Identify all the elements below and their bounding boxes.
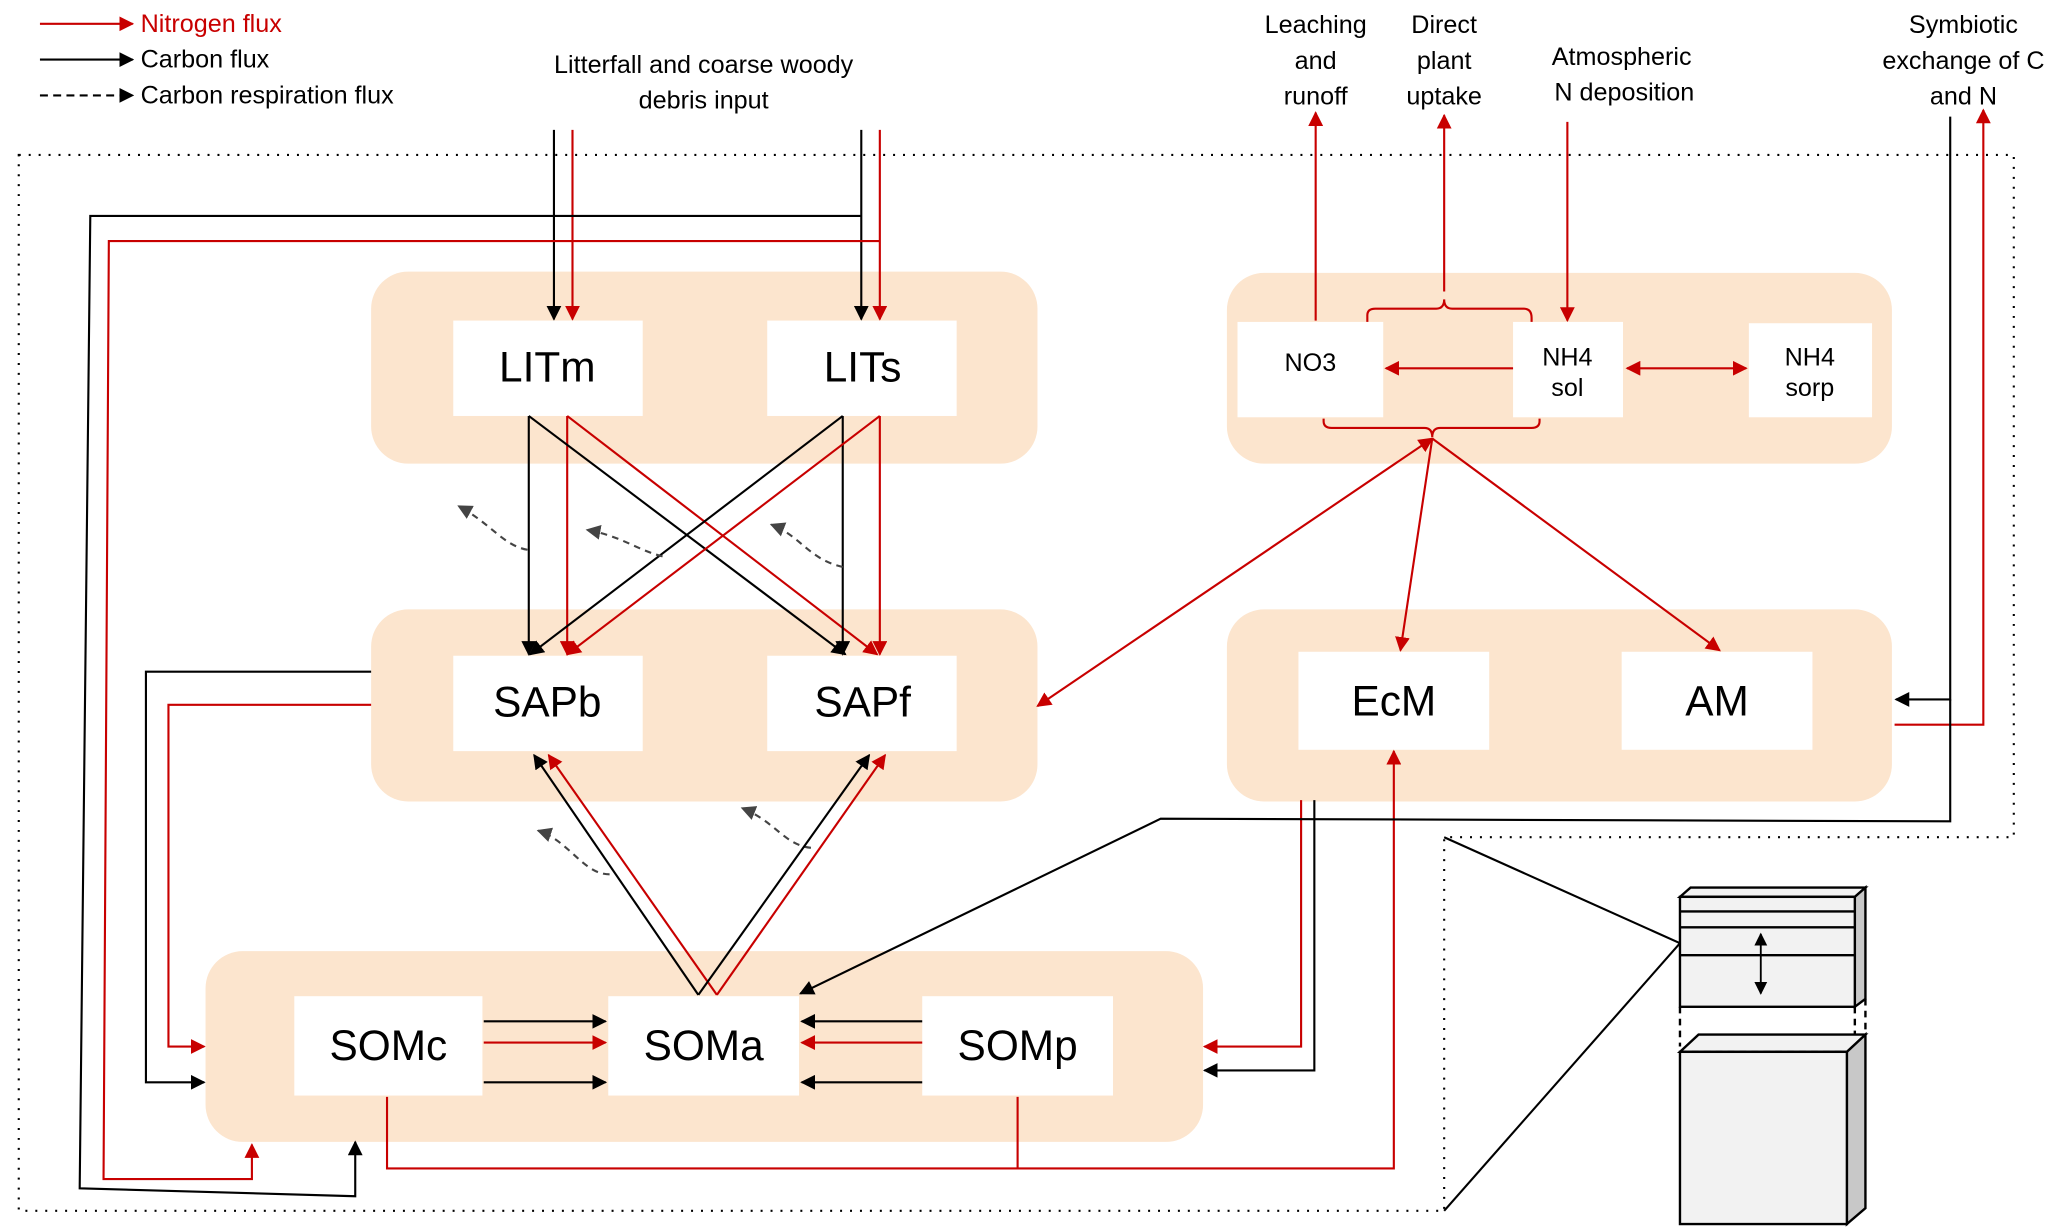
svg-text:sorp: sorp <box>1785 374 1834 402</box>
symbiotic-nitrogen-flux <box>1894 108 1991 726</box>
litterfall-fluxes <box>78 129 888 1198</box>
uptake-label-3: uptake <box>1406 83 1482 111</box>
pool-sapf: SAPf <box>767 655 957 752</box>
pool-no3: NO3 <box>1237 321 1384 418</box>
svg-text:AM: AM <box>1685 677 1749 724</box>
som-internal-fluxes <box>483 1013 923 1090</box>
lit-to-sap-fluxes <box>521 415 888 656</box>
svg-text:EcM: EcM <box>1351 677 1436 724</box>
respiration-fluxes <box>457 505 843 876</box>
pool-am: AM <box>1621 651 1813 750</box>
legend-carbon-label: Carbon flux <box>141 46 270 74</box>
symbiotic-label-3: and N <box>1930 83 1997 111</box>
svg-text:NO3: NO3 <box>1285 349 1337 377</box>
pool-sapb: SAPb <box>453 655 643 752</box>
svg-text:NH4: NH4 <box>1542 344 1592 372</box>
symbiotic-label-2: exchange of C <box>1882 47 2044 75</box>
litterfall-label-2: debris input <box>639 87 769 115</box>
svg-text:LITs: LITs <box>824 344 902 391</box>
legend-respiration-label: Carbon respiration flux <box>141 81 395 109</box>
svg-text:SOMa: SOMa <box>644 1022 765 1069</box>
litterfall-label-1: Litterfall and coarse woody <box>554 51 854 79</box>
leaching-label-1: Leaching <box>1265 11 1367 39</box>
pool-somp: SOMp <box>922 996 1113 1096</box>
svg-text:SAPb: SAPb <box>493 679 601 726</box>
leaching-label-3: runoff <box>1284 83 1349 111</box>
pool-soma: SOMa <box>608 996 800 1096</box>
svg-text:SOMp: SOMp <box>958 1022 1078 1069</box>
deposition-label-2: N deposition <box>1554 79 1694 107</box>
pool-lits: LITs <box>767 320 957 416</box>
svg-text:SAPf: SAPf <box>814 679 911 726</box>
zoom-line-top <box>1443 836 1681 945</box>
mycorrhiza-to-soma-flux <box>799 699 1952 995</box>
deposition-label-1: Atmospheric <box>1552 43 1692 71</box>
leaching-label-2: and <box>1295 47 1337 75</box>
soil-column-icon <box>1676 884 1869 1227</box>
legend: Nitrogen flux Carbon flux Carbon respira… <box>39 10 395 109</box>
zoom-line-bottom <box>1443 942 1681 1212</box>
inorganic-n-fluxes <box>1036 111 1748 707</box>
sap-to-somc-fluxes <box>144 670 372 1090</box>
pool-somc: SOMc <box>294 996 483 1096</box>
som-to-ecm-flux <box>385 749 1402 1170</box>
pool-ecm: EcM <box>1298 651 1490 750</box>
symbiotic-carbon-flux <box>1894 116 1952 707</box>
svg-text:sol: sol <box>1551 374 1583 402</box>
ecm-to-somp-c-flux <box>1202 800 1316 1078</box>
legend-nitrogen-label: Nitrogen flux <box>141 10 283 38</box>
sap-soma-fluxes <box>533 753 886 996</box>
svg-text:LITm: LITm <box>499 344 596 391</box>
uptake-label-2: plant <box>1417 47 1472 75</box>
pool-litm: LITm <box>453 320 643 416</box>
svg-text:SOMc: SOMc <box>329 1022 447 1069</box>
symbiotic-label-1: Symbiotic <box>1909 11 2018 39</box>
ecm-to-somp-n-flux <box>1202 800 1303 1054</box>
uptake-label-1: Direct <box>1411 11 1477 39</box>
svg-text:NH4: NH4 <box>1785 344 1835 372</box>
